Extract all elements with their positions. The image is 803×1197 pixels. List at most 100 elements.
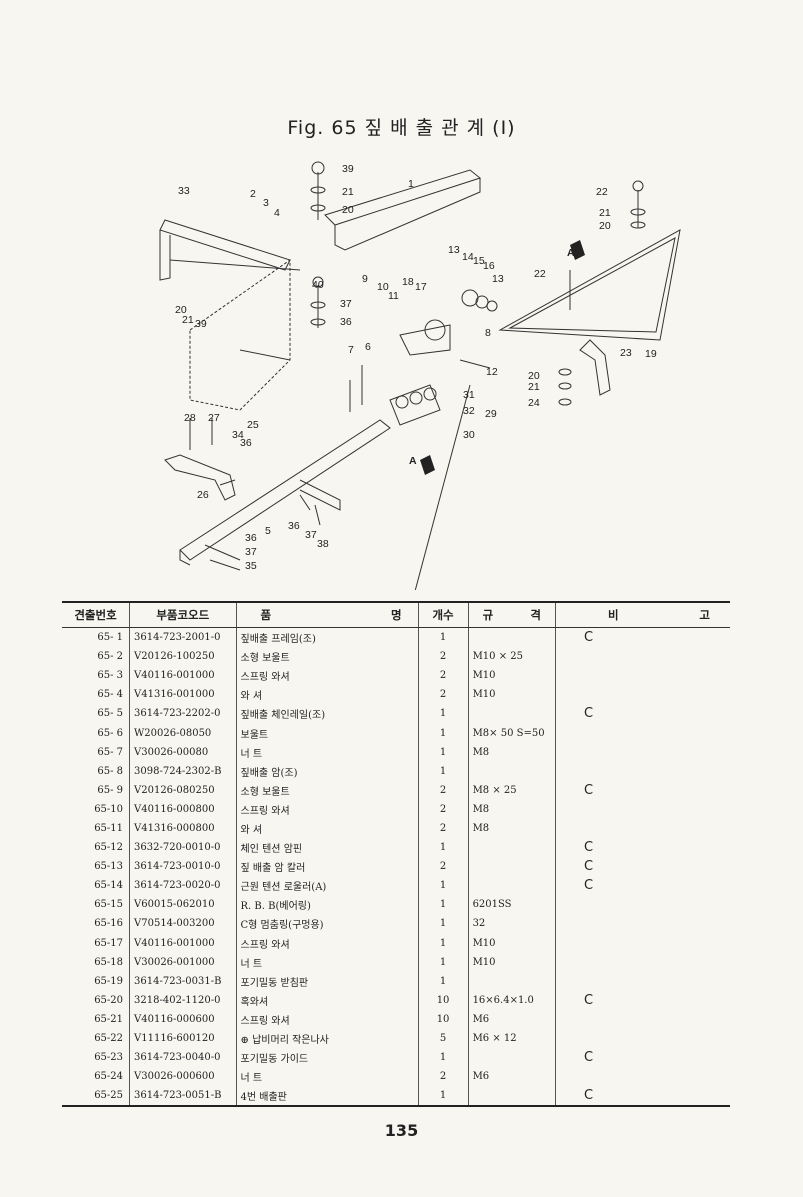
svg-text:26: 26: [197, 489, 209, 501]
cell-code: 3614-723-0010-0: [129, 857, 237, 877]
cell-code: V40116-000800: [129, 799, 237, 819]
cell-rem: [554, 818, 730, 839]
cell-spec: M10: [467, 685, 556, 705]
svg-text:28: 28: [184, 412, 196, 424]
cell-rem: C: [554, 1086, 730, 1108]
cell-no: 65- 4: [97, 689, 124, 701]
svg-text:21: 21: [182, 314, 194, 326]
svg-text:1: 1: [408, 178, 414, 190]
svg-text:13: 13: [448, 244, 460, 256]
cell-code: V30026-001000: [129, 952, 237, 972]
cell-no: 65- 2: [97, 651, 124, 663]
cell-name: C형 멈춤링(구멍용): [235, 914, 419, 934]
cell-rem: [554, 914, 730, 934]
cell-qty: 2: [417, 857, 469, 877]
cell-spec: M8 × 25: [467, 780, 556, 800]
cell-no: 65-15: [94, 899, 124, 911]
cell-qty: 1: [417, 952, 469, 972]
cell-name: R. B. B(베어링): [235, 895, 419, 915]
cell-no: 65- 9: [97, 784, 124, 796]
cell-qty: 1: [417, 933, 469, 953]
cell-code: V60015-062010: [129, 895, 237, 915]
svg-text:3: 3: [263, 197, 269, 209]
svg-text:35: 35: [245, 560, 257, 572]
svg-text:21: 21: [342, 186, 354, 198]
cell-spec: [467, 876, 556, 896]
svg-text:34: 34: [232, 429, 244, 441]
svg-text:22: 22: [534, 268, 546, 280]
cell-code: 3614-723-0031-B: [129, 971, 237, 991]
cell-code: V20126-100250: [129, 647, 237, 667]
cell-qty: 1: [417, 914, 469, 934]
cell-spec: M10: [467, 952, 556, 972]
cell-spec: M8: [467, 799, 556, 819]
cell-spec: [467, 1086, 556, 1108]
cell-code: 3614-723-0040-0: [129, 1048, 237, 1068]
cell-name: 스프링 와셔: [235, 799, 419, 819]
cell-spec: [467, 838, 556, 858]
cell-code: 3218-402-1120-0: [129, 990, 237, 1010]
cell-rem: C: [554, 780, 730, 800]
svg-text:10: 10: [377, 281, 389, 293]
cell-name: 짚배출 체인레일(조): [235, 704, 419, 724]
svg-text:27: 27: [208, 412, 220, 424]
svg-text:2: 2: [250, 188, 256, 200]
cell-name: 포기밀동 가이드: [235, 1048, 419, 1068]
svg-text:17: 17: [415, 281, 427, 293]
cell-code: V11116-600120: [129, 1028, 237, 1049]
svg-text:29: 29: [485, 408, 497, 420]
cell-code: 3614-723-2001-0: [129, 627, 237, 648]
cell-name: 와 셔: [235, 818, 419, 839]
cell-no: 65-17: [94, 937, 124, 949]
cell-name: 와 셔: [235, 685, 419, 705]
cell-no: 65-24: [94, 1071, 124, 1083]
cell-qty: 2: [417, 818, 469, 839]
cell-rem: C: [554, 704, 730, 724]
svg-text:13: 13: [492, 273, 504, 285]
cell-name: 소형 보울트: [235, 780, 419, 800]
svg-text:30: 30: [463, 429, 475, 441]
cell-spec: M10: [467, 933, 556, 953]
cell-qty: 1: [417, 723, 469, 743]
cell-no: 65-25: [62, 1086, 130, 1108]
cell-spec: M8× 50 S=50: [467, 723, 556, 743]
svg-text:12: 12: [486, 366, 498, 378]
cell-no: 65-14: [94, 880, 124, 892]
svg-text:7: 7: [348, 344, 354, 356]
cell-name: 소형 보울트: [235, 647, 419, 667]
cell-qty: 1: [417, 704, 469, 724]
cell-code: V30026-000600: [129, 1067, 237, 1087]
cell-qty: 5: [417, 1028, 469, 1049]
cell-no: 65- 5: [97, 708, 124, 720]
cell-rem: [554, 685, 730, 705]
cell-name: 짚배출 암(조): [235, 761, 419, 781]
cell-code: V40116-001000: [129, 933, 237, 953]
cell-no: 65- 3: [97, 670, 124, 682]
svg-text:40: 40: [312, 279, 324, 291]
svg-text:14: 14: [462, 251, 474, 263]
cell-qty: 10: [417, 1009, 469, 1029]
svg-text:31: 31: [463, 389, 475, 401]
svg-text:38: 38: [317, 538, 329, 550]
cell-qty: 10: [417, 990, 469, 1010]
svg-text:37: 37: [245, 546, 257, 558]
svg-text:25: 25: [247, 419, 259, 431]
cell-spec: [467, 627, 556, 648]
cell-rem: C: [554, 857, 730, 877]
cell-code: V30026-00080: [129, 742, 237, 762]
svg-text:22: 22: [596, 186, 608, 198]
svg-text:9: 9: [362, 273, 368, 285]
cell-rem: [554, 742, 730, 762]
